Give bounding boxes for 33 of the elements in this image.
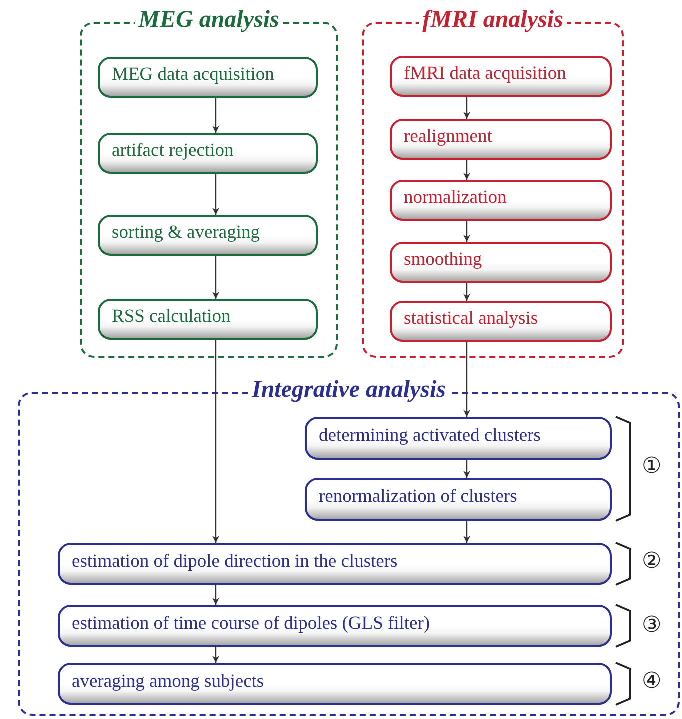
arrow <box>464 342 470 417</box>
process-box: determining activated clusters <box>305 417 612 460</box>
arrow <box>212 174 220 215</box>
process-box: averaging among subjects <box>58 663 612 705</box>
arrow <box>212 98 220 133</box>
arrow <box>464 460 470 478</box>
arrow <box>464 160 470 180</box>
step-number: ② <box>642 549 662 574</box>
group-heading: Integrative analysis <box>248 377 450 403</box>
step-number: ④ <box>642 669 662 694</box>
step-number: ③ <box>642 613 662 638</box>
process-box: estimation of dipole direction in the clusters <box>58 543 612 585</box>
process-box: estimation of time course of dipoles (GLS filter) <box>58 605 612 647</box>
arrow <box>212 585 220 605</box>
arrow <box>464 283 470 301</box>
arrow <box>464 521 470 543</box>
process-box: RSS calculation <box>98 299 318 340</box>
arrow <box>212 647 220 663</box>
step-number: ① <box>642 454 662 479</box>
process-box: fMRI data acquisition <box>390 56 612 97</box>
group-heading: fMRI analysis <box>418 7 568 33</box>
process-box: renormalization of clusters <box>305 478 612 521</box>
arrow <box>464 221 470 242</box>
process-box: artifact rejection <box>98 133 318 174</box>
process-box: realignment <box>390 119 612 160</box>
process-box: statistical analysis <box>390 301 612 342</box>
arrow <box>212 256 220 299</box>
arrow <box>464 97 470 119</box>
process-box: normalization <box>390 180 612 221</box>
arrow <box>212 340 220 543</box>
process-box: sorting & averaging <box>98 215 318 256</box>
process-box: smoothing <box>390 242 612 283</box>
process-box: MEG data acquisition <box>98 57 318 98</box>
